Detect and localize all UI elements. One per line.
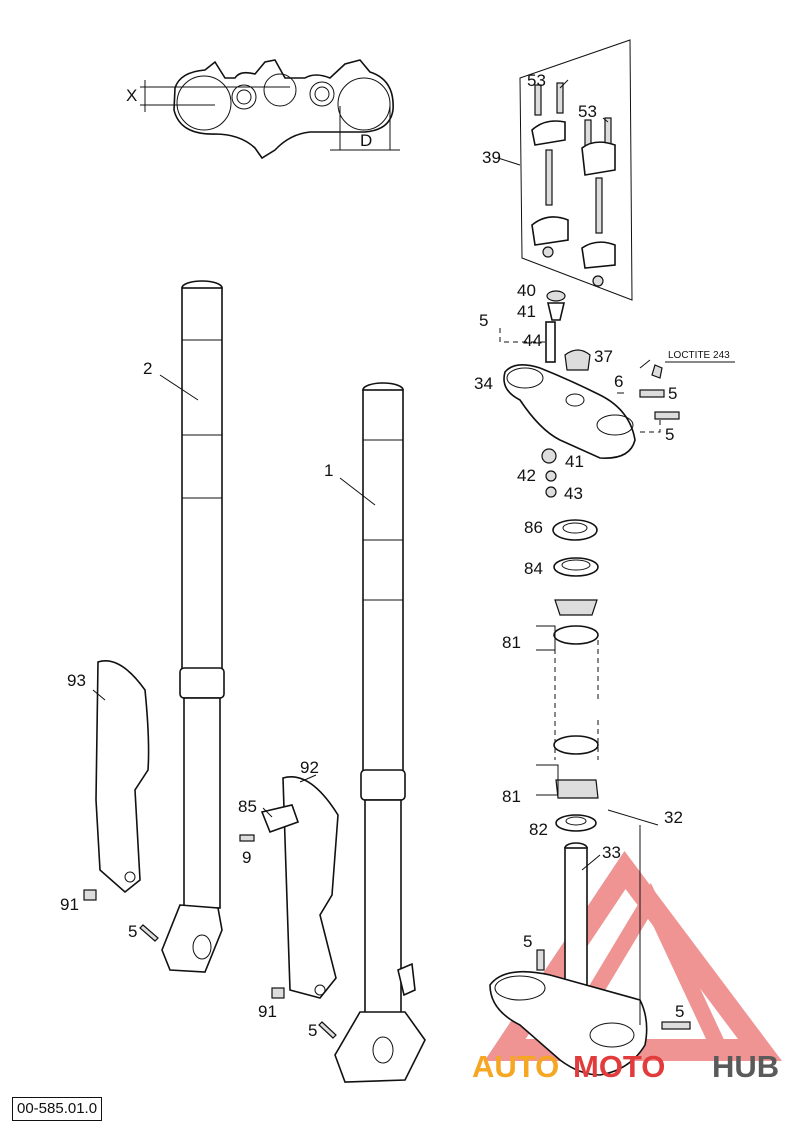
- callout-81-bottom: 81: [502, 787, 521, 806]
- triple-clamp-dimension-sketch: [140, 59, 400, 160]
- callout-32: 32: [664, 808, 683, 827]
- dimension-x-label: X: [126, 86, 137, 105]
- callout-5-top: 5: [479, 311, 488, 330]
- callout-81-top: 81: [502, 633, 521, 652]
- callout-5-right-fork: 5: [308, 1021, 317, 1040]
- document-number: 00-585.01.0: [12, 1097, 103, 1121]
- callout-41-bottom: 41: [565, 452, 584, 471]
- callout-85: 85: [238, 797, 257, 816]
- callout-93: 93: [67, 671, 86, 690]
- dimension-d-label: D: [360, 131, 372, 150]
- loctite-note: LOCTITE 243: [668, 350, 730, 361]
- callout-37: 37: [594, 347, 613, 366]
- watermark-wordmark: AUTO MOTO HUB: [472, 1049, 779, 1084]
- callout-33: 33: [602, 843, 621, 862]
- callout-5-lower-b: 5: [675, 1002, 684, 1021]
- callout-5-lower-a: 5: [523, 932, 532, 951]
- svg-text:MOTO: MOTO: [573, 1049, 665, 1084]
- callout-42: 42: [517, 466, 536, 485]
- callout-53-b: 53: [578, 102, 597, 121]
- callout-9: 9: [242, 848, 251, 867]
- callout-84: 84: [524, 559, 543, 578]
- callout-41-top: 41: [517, 302, 536, 321]
- callout-92: 92: [300, 758, 319, 777]
- callout-5-clamp-b: 5: [665, 425, 674, 444]
- upper-triple-clamp: [499, 290, 680, 498]
- callout-82: 82: [529, 820, 548, 839]
- lower-triple-clamp: [489, 825, 691, 1076]
- callout-5-clamp-a: 5: [668, 384, 677, 403]
- steering-bearings: [536, 519, 599, 832]
- callout-5-left-fork: 5: [128, 922, 137, 941]
- callout-1: 1: [324, 461, 333, 480]
- callout-44: 44: [523, 331, 542, 350]
- leader-lines: [92, 79, 735, 871]
- fork-leg-right: [334, 382, 426, 1083]
- callout-43: 43: [564, 484, 583, 503]
- callout-34: 34: [474, 374, 493, 393]
- callout-53-a: 53: [527, 71, 546, 90]
- callout-91-left: 91: [60, 895, 79, 914]
- callout-39: 39: [482, 148, 501, 167]
- svg-text:AUTO: AUTO: [472, 1049, 559, 1084]
- fork-leg-left: [161, 280, 225, 973]
- screws: [83, 834, 337, 1039]
- handlebar-clamp-kit: [519, 39, 633, 301]
- fork-guard-92: [282, 776, 339, 999]
- callout-labels: 2 1 93 92 85 9 91 91 5 5 53 53 39 40 41 …: [60, 71, 684, 1040]
- callout-6: 6: [614, 372, 623, 391]
- callout-91-right: 91: [258, 1002, 277, 1021]
- callout-86: 86: [524, 518, 543, 537]
- callout-2: 2: [143, 359, 152, 378]
- fork-guard-93: [95, 660, 150, 894]
- callout-40: 40: [517, 281, 536, 300]
- svg-text:HUB: HUB: [712, 1049, 779, 1084]
